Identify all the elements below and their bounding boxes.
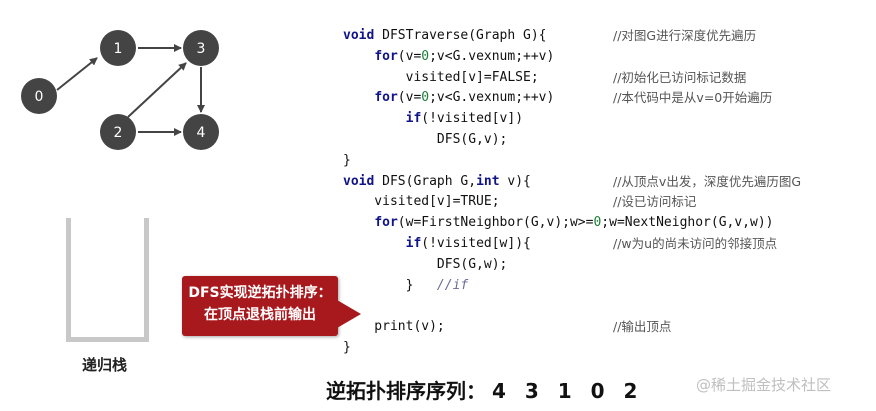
- code-text: for(v=0;v<G.vexnum;++v): [374, 48, 555, 64]
- code-text: for(w=FirstNeighbor(G,v);w>=0;w=NextNeig…: [374, 215, 774, 231]
- dependency-graph: 0 1 2 3 4: [21, 30, 219, 150]
- code-line-4: if(!visited[v]): [343, 109, 773, 130]
- edge-2-3: [127, 62, 187, 118]
- code-text: void DFS(Graph G,int v){: [343, 173, 531, 189]
- node-4-label: 4: [197, 125, 206, 141]
- node-3: 3: [183, 30, 219, 66]
- code-line-15: }: [343, 338, 773, 359]
- code-line-10: if(!visited[w]){ //w为u的尚未访问的邻接顶点: [343, 234, 777, 255]
- code-text: }: [343, 152, 351, 168]
- code-text: } //if: [343, 277, 469, 293]
- code-text: print(v);: [343, 319, 445, 335]
- code-comment: //输出顶点: [613, 319, 672, 335]
- code-line-2: visited[v]=FALSE; //初始化已访问标记数据: [343, 68, 773, 89]
- code-text: DFS(G,v);: [343, 131, 508, 147]
- code-comment: //设已访问标记: [613, 194, 697, 210]
- callout-pointer: [337, 300, 361, 328]
- callout-note: DFS实现逆拓扑排序： 在顶点退栈前输出: [182, 276, 338, 336]
- result-label: 逆拓扑排序序列：: [326, 379, 486, 403]
- code-text: if(!visited[w]){: [405, 235, 531, 251]
- code-text: }: [343, 339, 351, 355]
- node-1-label: 1: [114, 41, 123, 57]
- code-line-7: void DFS(Graph G,int v){ //从顶点v出发，深度优先遍历图…: [343, 172, 801, 193]
- code-line-12: } //if: [343, 276, 773, 297]
- code-text: visited[v]=FALSE;: [343, 69, 539, 85]
- code-block: void DFSTraverse(Graph G){//对图G进行深度优先遍历 …: [343, 26, 801, 359]
- code-line-14: print(v); //输出顶点: [343, 317, 773, 338]
- node-4: 4: [183, 114, 219, 150]
- stack-left-wall: [66, 218, 71, 342]
- watermark: @稀土掘金技术社区: [696, 376, 832, 394]
- node-0: 0: [21, 78, 57, 114]
- code-comment: //从顶点v出发，深度优先遍历图G: [613, 173, 802, 189]
- node-2: 2: [100, 114, 136, 150]
- code-text: void DFSTraverse(Graph G){: [343, 28, 547, 43]
- code-line-8: visited[v]=TRUE; //设已访问标记: [343, 192, 773, 213]
- code-line-0: void DFSTraverse(Graph G){ //对图G进行深度优先遍历: [343, 26, 773, 47]
- code-text: for(v=0;v<G.vexnum;++v): [374, 90, 555, 106]
- code-line-6: }: [343, 151, 773, 172]
- code-comment: //初始化已访问标记数据: [613, 69, 747, 85]
- stack-label: 递归栈: [82, 356, 128, 374]
- node-3-label: 3: [197, 41, 206, 57]
- code-text: visited[v]=TRUE;: [343, 194, 500, 210]
- code-text: DFS(G,w);: [343, 256, 508, 272]
- code-line-5: DFS(G,v);: [343, 130, 773, 151]
- code-text: if(!visited[v]): [405, 111, 524, 127]
- code-line-9: for(w=FirstNeighbor(G,v);w>=0;w=NextNeig…: [343, 213, 773, 234]
- node-0-label: 0: [35, 89, 44, 105]
- stack-bottom: [66, 337, 149, 342]
- code-line-3: for(v=0;v<G.vexnum;++v) //本代码中是从v=0开始遍历: [343, 88, 773, 109]
- code-line-1: for(v=0;v<G.vexnum;++v): [343, 47, 773, 68]
- code-comment: //本代码中是从v=0开始遍历: [613, 90, 773, 106]
- node-1: 1: [100, 30, 136, 66]
- node-2-label: 2: [114, 125, 123, 141]
- callout-line-1: DFS实现逆拓扑排序：: [188, 285, 332, 301]
- callout-line-2: 在顶点退栈前输出: [204, 307, 316, 323]
- stack-right-wall: [144, 218, 149, 342]
- result-line: 逆拓扑排序序列：4 3 1 0 2: [326, 375, 637, 404]
- result-sequence: 4 3 1 0 2: [492, 379, 638, 403]
- edge-0-1: [56, 57, 98, 91]
- code-comment: //w为u的尚未访问的邻接顶点: [613, 235, 778, 251]
- code-line-11: DFS(G,w);: [343, 255, 773, 276]
- code-comment: //对图G进行深度优先遍历: [613, 28, 757, 43]
- code-line-13: [343, 296, 773, 317]
